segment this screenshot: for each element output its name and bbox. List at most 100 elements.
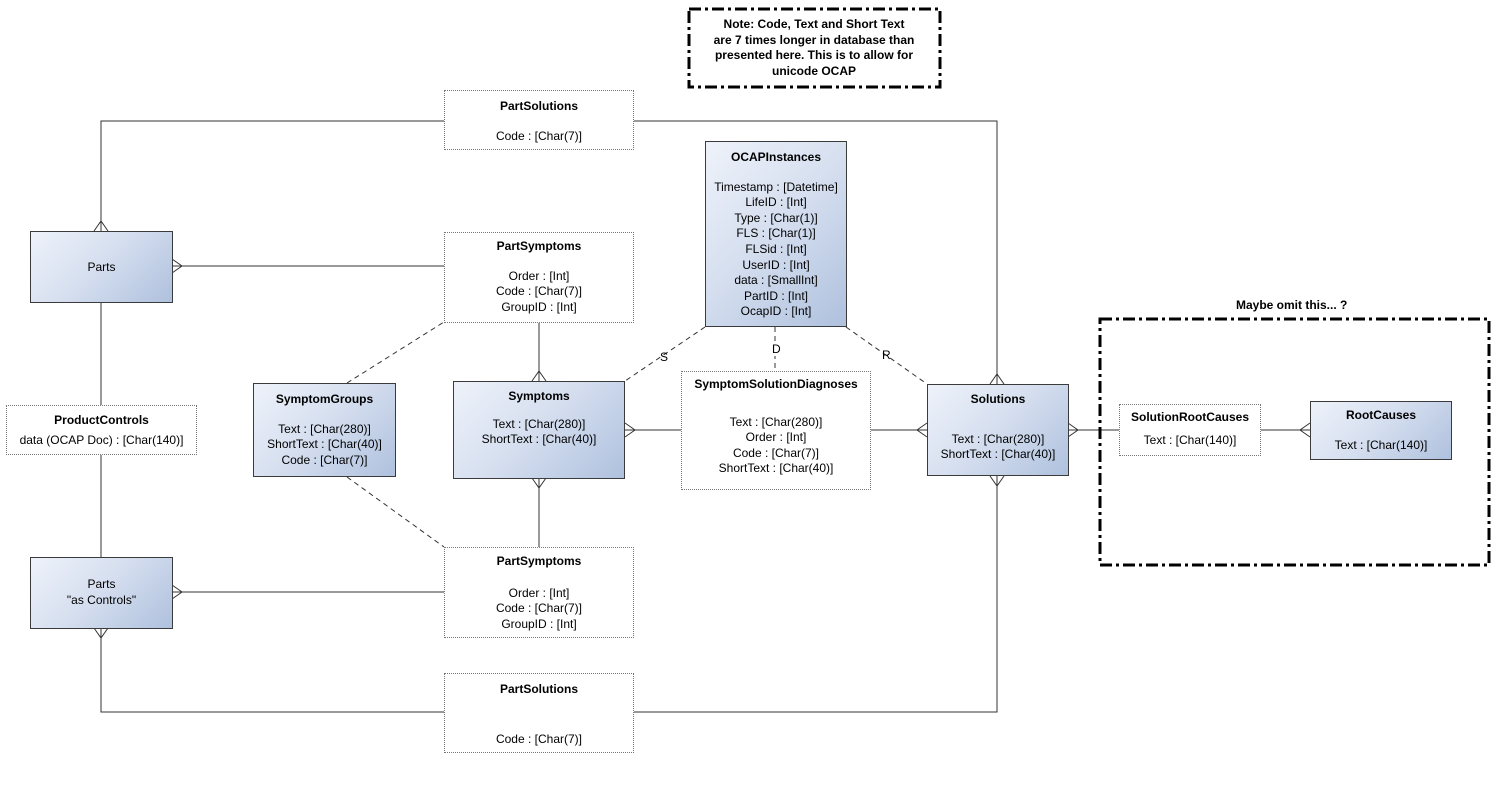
entity-field: Code : [Char(7)] bbox=[495, 128, 583, 143]
entity-title: PartSolutions bbox=[499, 99, 578, 113]
crowfoot-partsascontrols-right bbox=[171, 584, 183, 600]
note-line-3: presented here. This is to allow for bbox=[714, 48, 914, 62]
entity-field: Text : [Char(280)] bbox=[729, 414, 823, 429]
entity-field: GroupID : [Int] bbox=[501, 299, 577, 314]
crowfoot-solutions-right bbox=[1067, 422, 1079, 438]
entity-solutions[interactable]: Solutions Text : [Char(280)] ShortText :… bbox=[927, 384, 1069, 476]
crowfoot-parts-right bbox=[171, 258, 183, 274]
entity-field: Code : [Char(7)] bbox=[495, 731, 583, 746]
entity-title: PartSolutions bbox=[499, 682, 578, 696]
entity-title: SymptomSolutionDiagnoses bbox=[694, 377, 858, 391]
entity-part-symptoms-bottom[interactable]: PartSymptoms Order : [Int] Code : [Char(… bbox=[444, 547, 634, 638]
entity-field: GroupID : [Int] bbox=[501, 616, 577, 631]
entity-title: Parts bbox=[87, 577, 116, 591]
entity-field: Text : [Char(140)] bbox=[1334, 437, 1428, 452]
crowfoot-symptoms-bottom bbox=[531, 477, 547, 489]
entity-field: Timestamp : [Datetime] bbox=[714, 179, 838, 194]
crowfoot-rootcauses-left bbox=[1299, 422, 1311, 438]
entity-subtitle: "as Controls" bbox=[66, 592, 137, 607]
entity-field: Text : [Char(140)] bbox=[1143, 432, 1237, 447]
entity-symptom-solution-diagnoses[interactable]: SymptomSolutionDiagnoses Text : [Char(28… bbox=[681, 371, 871, 490]
spacer bbox=[445, 570, 633, 586]
entity-title: PartSymptoms bbox=[496, 239, 582, 253]
entity-title: ProductControls bbox=[54, 413, 149, 427]
spacer bbox=[445, 698, 633, 732]
entity-solution-root-causes[interactable]: SolutionRootCauses Text : [Char(140)] bbox=[1119, 404, 1261, 456]
entity-field: FLSid : [Int] bbox=[745, 241, 807, 256]
note-border bbox=[687, 7, 942, 89]
ocap-solutions-dashed bbox=[845, 326, 928, 385]
entity-root-causes[interactable]: RootCauses Text : [Char(140)] bbox=[1310, 401, 1452, 460]
maybe-omit-label: Maybe omit this... ? bbox=[1236, 298, 1348, 312]
entity-field: OcapID : [Int] bbox=[740, 304, 812, 319]
symptomgroups-partsymptoms-bottom-dashed bbox=[346, 476, 445, 548]
entity-field: Text : [Char(280)] bbox=[951, 431, 1045, 446]
entity-field: ShortText : [Char(40)] bbox=[718, 461, 834, 476]
spacer bbox=[706, 166, 846, 180]
parts-partsolutions-top-line bbox=[100, 120, 444, 231]
entity-title: Symptoms bbox=[508, 389, 570, 403]
crowfoot-solutions-top bbox=[989, 373, 1005, 385]
entity-field: Text : [Char(280)] bbox=[492, 416, 586, 431]
note-line-4: unicode OCAP bbox=[771, 63, 856, 78]
note-line-2: are 7 times longer in database than bbox=[713, 32, 915, 47]
symptomgroups-partsymptoms-top-dashed bbox=[346, 321, 445, 384]
spacer bbox=[254, 408, 395, 422]
crowfoot-parts-top bbox=[93, 220, 109, 232]
partsascontrols-partsolutions-bottom-line bbox=[100, 628, 444, 713]
entity-symptoms[interactable]: Symptoms Text : [Char(280)] ShortText : … bbox=[453, 381, 625, 479]
entity-product-controls[interactable]: ProductControls data (OCAP Doc) : [Char(… bbox=[6, 405, 197, 455]
entity-title: SolutionRootCauses bbox=[1130, 410, 1249, 424]
entity-part-solutions-top[interactable]: PartSolutions Code : [Char(7)] bbox=[444, 90, 634, 150]
edge-label-s: S bbox=[660, 350, 669, 364]
crowfoot-solutions-left bbox=[916, 422, 928, 438]
entity-field: Order : [Int] bbox=[508, 585, 570, 600]
crowfoot-symptoms-top bbox=[531, 370, 547, 382]
entity-ocap-instances[interactable]: OCAPInstances Timestamp : [Datetime] Lif… bbox=[705, 141, 847, 327]
entity-field: Code : [Char(7)] bbox=[495, 601, 583, 616]
entity-field: FLS : [Char(1)] bbox=[736, 226, 816, 241]
entity-field: Code : [Char(7)] bbox=[732, 445, 820, 460]
entity-field: data (OCAP Doc) : [Char(140)] bbox=[19, 432, 184, 447]
partsolutions-bottom-solutions-line bbox=[633, 476, 998, 713]
entity-title: SymptomGroups bbox=[275, 392, 374, 406]
entity-title: Solutions bbox=[970, 392, 1026, 406]
edge-label-d: D bbox=[771, 342, 782, 356]
note-box: Note: Code, Text and Short Text are 7 ti… bbox=[688, 9, 940, 87]
entity-field: LifeID : [Int] bbox=[745, 195, 807, 210]
entity-field: Code : [Char(7)] bbox=[495, 284, 583, 299]
crowfoot-partsascontrols-bottom bbox=[93, 627, 109, 639]
entity-parts[interactable]: Parts bbox=[30, 231, 173, 303]
entity-field: Order : [Int] bbox=[745, 430, 807, 445]
entity-symptom-groups[interactable]: SymptomGroups Text : [Char(280)] ShortTe… bbox=[253, 383, 396, 477]
entity-field: ShortText : [Char(40)] bbox=[481, 432, 597, 447]
entity-field: ShortText : [Char(40)] bbox=[267, 437, 382, 452]
entity-field: ShortText : [Char(40)] bbox=[940, 447, 1056, 462]
entity-field: Type : [Char(1)] bbox=[734, 210, 818, 225]
entity-title: RootCauses bbox=[1345, 408, 1416, 422]
entity-part-symptoms-top[interactable]: PartSymptoms Order : [Int] Code : [Char(… bbox=[444, 232, 634, 323]
spacer bbox=[445, 115, 633, 129]
entity-title: OCAPInstances bbox=[730, 150, 822, 164]
maybe-omit-region-border bbox=[1098, 317, 1491, 567]
entity-field: PartID : [Int] bbox=[743, 288, 809, 303]
partsolutions-top-solutions-line bbox=[633, 120, 998, 384]
crowfoot-symptoms-right bbox=[624, 422, 636, 438]
note-line-1: Note: Code, Text and Short Text bbox=[723, 17, 905, 31]
entity-field: UserID : [Int] bbox=[742, 257, 810, 272]
entity-field: Code : [Char(7)] bbox=[281, 452, 368, 467]
entity-title: Parts bbox=[87, 260, 116, 274]
entity-field: Order : [Int] bbox=[508, 268, 570, 283]
edge-label-r: R bbox=[882, 348, 891, 362]
entity-parts-as-controls[interactable]: Parts "as Controls" bbox=[30, 557, 173, 629]
crowfoot-solutions-bottom bbox=[989, 475, 1005, 487]
entity-part-solutions-bottom[interactable]: PartSolutions Code : [Char(7)] bbox=[444, 673, 634, 753]
spacer bbox=[454, 405, 624, 417]
spacer bbox=[682, 393, 870, 415]
entity-field: data : [SmallInt] bbox=[734, 273, 818, 288]
entity-title: PartSymptoms bbox=[496, 554, 582, 568]
spacer bbox=[928, 408, 1068, 432]
ocap-symptoms-dashed bbox=[624, 326, 706, 382]
spacer bbox=[445, 255, 633, 269]
